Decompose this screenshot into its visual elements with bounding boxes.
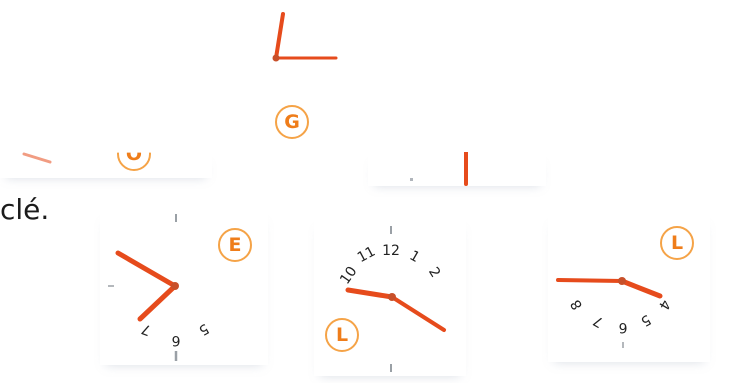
clock-right-number-7: 7 xyxy=(591,312,607,330)
clock-right-number-6: 6 xyxy=(618,319,627,335)
letter-badge-e: E xyxy=(218,228,252,262)
clock-e-number-5: 5 xyxy=(196,320,212,338)
clock-e-minute-hand xyxy=(140,286,175,319)
middle-fragment-hand xyxy=(460,152,472,188)
clock-center-number-2: 2 xyxy=(425,265,443,281)
clock-right-hour-hand xyxy=(558,280,622,281)
clock-e-center-pin xyxy=(171,282,179,290)
clock-right-minute-hand xyxy=(622,281,660,296)
clock-right-number-4: 4 xyxy=(655,297,673,313)
clock-center-number-12: 12 xyxy=(382,243,400,259)
left-fragment-hand xyxy=(20,152,56,166)
clock-e-number-7: 7 xyxy=(139,320,153,338)
letter-badge-g: G xyxy=(275,105,309,139)
clock-center-fragment: 10 11 12 1 2 xyxy=(314,218,466,376)
clock-center-number-1: 1 xyxy=(407,248,423,266)
clock-center-minute-hand xyxy=(392,297,444,330)
clock-center-face: 10 11 12 1 2 xyxy=(314,218,466,376)
caption-text: clé. xyxy=(0,193,49,226)
left-fragment xyxy=(0,152,212,178)
clock-center-number-10: 10 xyxy=(337,264,360,288)
letter-badge-o: O xyxy=(117,137,151,171)
clock-center-hour-hand xyxy=(348,290,392,297)
clock-center-center-pin xyxy=(388,293,396,301)
clock-right-number-5: 5 xyxy=(638,311,654,329)
middle-fragment xyxy=(368,152,546,186)
clock-right-center-pin xyxy=(618,277,626,285)
top-clock-hands xyxy=(262,6,352,72)
clock-center-number-11: 11 xyxy=(355,244,378,266)
clock-e-hour-hand xyxy=(118,253,175,286)
middle-fragment-tick xyxy=(410,178,413,181)
letter-badge-l-center: L xyxy=(325,318,359,352)
top-clock-center-pin xyxy=(273,55,280,62)
top-clock-hour-hand xyxy=(276,14,283,58)
clock-right-number-8: 8 xyxy=(568,297,586,313)
clock-e-number-6: 6 xyxy=(171,332,180,348)
letter-badge-l-right: L xyxy=(660,226,694,260)
